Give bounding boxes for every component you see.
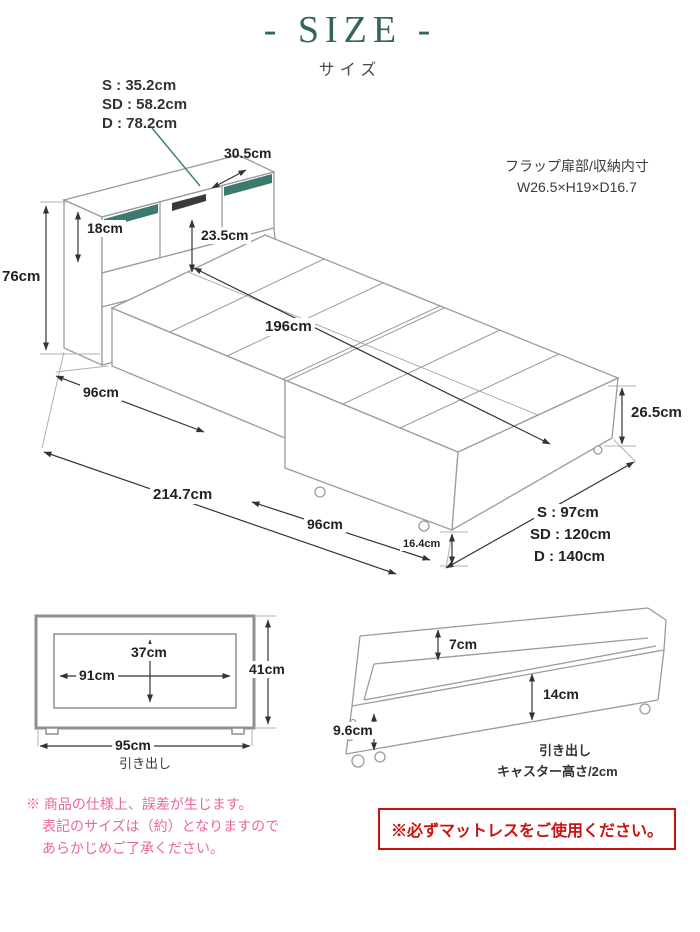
flap-note-line2: W26.5×H19×D16.7 — [517, 179, 637, 195]
dim-frame-height: 26.5cm — [628, 404, 685, 422]
dim-section-foot: 96cm — [304, 516, 346, 533]
drawer-side-drawing — [345, 607, 667, 768]
disclaimer-line1: ※ 商品の仕様上、誤差が生じます。 — [26, 796, 253, 812]
dim-arrow-inner-length — [193, 267, 551, 445]
dim-total-length: 214.7cm — [150, 486, 216, 504]
caster-wheel — [418, 520, 430, 532]
dim-drawer-inner-width: 91cm — [76, 667, 118, 684]
dim-top-depth: 30.5cm — [224, 145, 272, 161]
dim-drawer-height: 41cm — [246, 661, 288, 678]
headboard-depth-d: D : 78.2cm — [102, 115, 178, 132]
dim-shelf-height: 23.5cm — [198, 227, 252, 244]
caster-wheel — [639, 703, 651, 715]
mattress-warning-box: ※必ずマットレスをご使用ください。 — [378, 808, 677, 850]
dim-width-s: S : 97cm — [534, 504, 602, 522]
dim-width-d: D : 140cm — [531, 548, 608, 566]
caster-wheel — [314, 486, 326, 498]
dim-door-height: 18cm — [84, 220, 126, 237]
headboard-depth-s: S : 35.2cm — [102, 77, 177, 94]
dim-section-head: 96cm — [80, 384, 122, 401]
flap-door-accent-right — [224, 174, 272, 196]
caster-wheel — [351, 754, 365, 768]
headboard-depth-sd: SD : 58.2cm — [102, 96, 188, 113]
dim-drawer-width: 95cm — [112, 737, 154, 754]
page-subtitle: サイズ — [318, 62, 382, 79]
pointer-line-flap — [151, 127, 201, 187]
dim-drawer-inner-height: 37cm — [128, 644, 170, 661]
caster-wheel — [374, 751, 386, 763]
drawer-front-caption: 引き出し — [119, 756, 172, 771]
page-title: - SIZE - — [263, 9, 437, 51]
dim-width-sd: SD : 120cm — [527, 526, 614, 544]
dim-headboard-height: 76cm — [2, 268, 41, 285]
dim-arrow-top-depth — [211, 169, 247, 189]
drawer-side-caption: 引き出し — [539, 743, 592, 758]
disclaimer-line3: あらかじめご了承ください。 — [42, 840, 224, 856]
flap-note-line1: フラップ扉部/収納内寸 — [505, 158, 649, 174]
drawer-front-drawing — [34, 614, 276, 749]
caster-height-note: キャスター高さ/2cm — [497, 764, 618, 779]
dim-rim-height: 7cm — [446, 636, 481, 653]
dim-side-front-height: 14cm — [540, 686, 582, 703]
handle-slot — [172, 194, 206, 211]
dim-clearance: 16.4cm — [400, 538, 444, 552]
dim-inner-length: 196cm — [262, 318, 315, 336]
disclaimer-line2: 表記のサイズは（約）となりますので — [42, 818, 280, 834]
dim-bracket-height: 9.6cm — [330, 722, 376, 739]
caster-wheel — [593, 445, 603, 455]
